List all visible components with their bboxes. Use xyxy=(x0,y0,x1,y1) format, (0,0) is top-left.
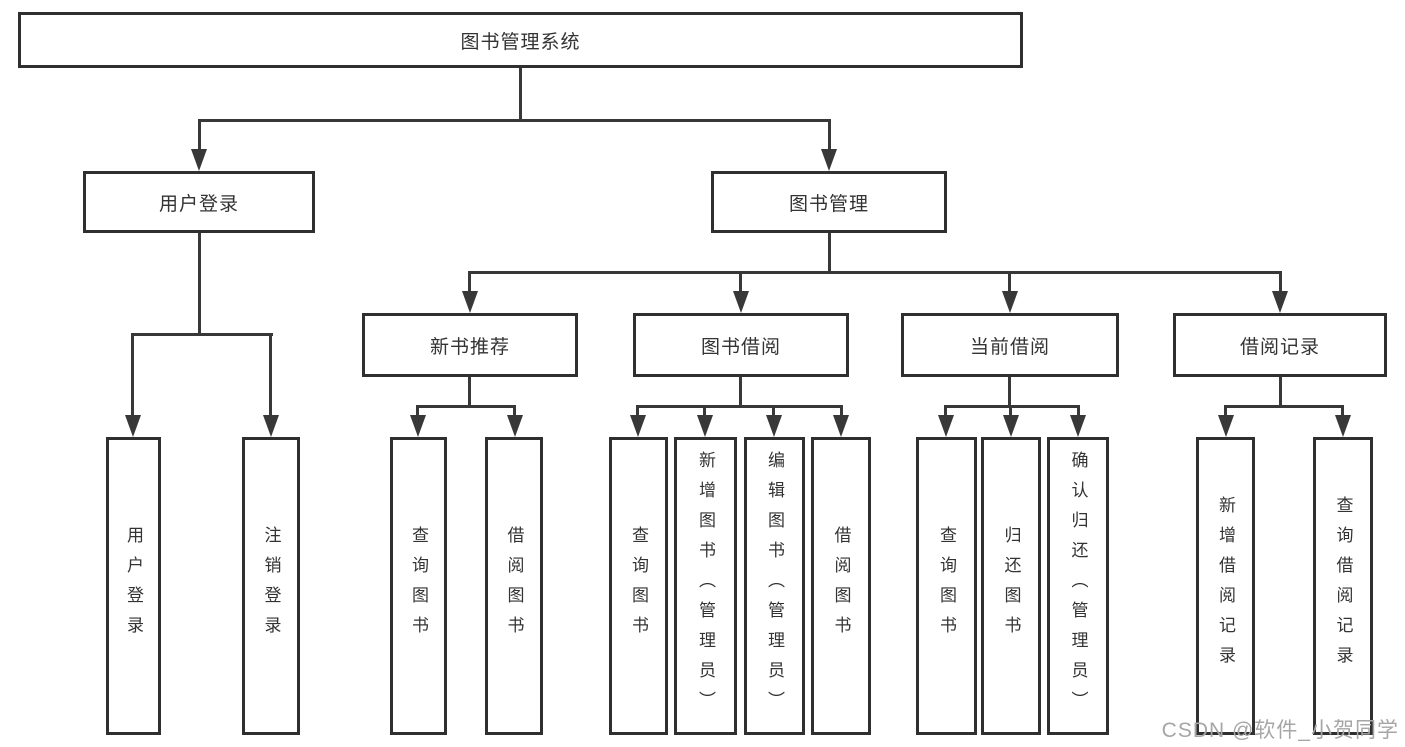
leaf-newbook-query-books: 查询图书 xyxy=(390,437,447,735)
connector-line xyxy=(1341,405,1344,419)
arrow-down-icon xyxy=(733,291,749,313)
arrow-down-icon xyxy=(507,415,523,437)
leaf-newbook-borrow-books-label: 借阅图书 xyxy=(504,526,524,646)
arrow-down-icon xyxy=(263,415,279,437)
leaf-user-login: 用户登录 xyxy=(106,437,161,735)
connector-line xyxy=(1224,405,1227,419)
node-user-login: 用户登录 xyxy=(83,171,315,233)
arrow-down-icon xyxy=(1002,291,1018,313)
connector-line xyxy=(416,405,516,408)
node-user-login-label: 用户登录 xyxy=(158,193,239,215)
connector-line xyxy=(1224,405,1344,408)
connector-line xyxy=(772,405,775,419)
leaf-logout: 注销登录 xyxy=(242,437,300,735)
csdn-watermark: CSDN @软件_小贺同学 xyxy=(1161,719,1399,742)
node-book-management: 图书管理 xyxy=(711,171,947,233)
connector-line xyxy=(636,405,639,419)
node-current-borrowing: 当前借阅 xyxy=(901,313,1119,377)
connector-line xyxy=(131,333,273,336)
leaf-records-query-record: 查询借阅记录 xyxy=(1313,437,1373,735)
node-new-book-recommend-label: 新书推荐 xyxy=(429,336,510,358)
leaf-borrowing-add-books-admin: 新增图书（管理员） xyxy=(674,437,737,735)
connector-line xyxy=(513,405,516,419)
arrow-down-icon xyxy=(1218,415,1234,437)
leaf-records-query-record-label: 查询借阅记录 xyxy=(1333,496,1353,676)
leaf-borrowing-borrow-books-label: 借阅图书 xyxy=(831,526,851,646)
connector-line xyxy=(944,405,1080,408)
node-book-borrowing: 图书借阅 xyxy=(633,313,849,377)
arrow-down-icon xyxy=(697,415,713,437)
connector-line xyxy=(828,119,831,151)
leaf-current-confirm-return-admin: 确认归还（管理员） xyxy=(1047,437,1109,735)
leaf-borrowing-borrow-books: 借阅图书 xyxy=(811,437,871,735)
leaf-user-login-label: 用户登录 xyxy=(124,526,143,646)
connector-line xyxy=(198,233,201,335)
node-current-borrowing-label: 当前借阅 xyxy=(969,336,1050,358)
arrow-down-icon xyxy=(630,415,646,437)
node-root: 图书管理系统 xyxy=(18,12,1023,68)
connector-line xyxy=(944,405,947,419)
connector-line xyxy=(468,271,1282,274)
arrow-down-icon xyxy=(1335,415,1351,437)
leaf-borrowing-add-books-admin-label: 新增图书（管理员） xyxy=(696,451,715,721)
connector-line xyxy=(1077,405,1080,419)
arrow-down-icon xyxy=(938,415,954,437)
leaf-borrowing-query-books-label: 查询图书 xyxy=(629,526,648,646)
leaf-borrowing-query-books: 查询图书 xyxy=(609,437,668,735)
arrow-down-icon xyxy=(1070,415,1086,437)
leaf-records-add-record: 新增借阅记录 xyxy=(1196,437,1255,735)
connector-line xyxy=(468,377,471,407)
node-borrow-records-label: 借阅记录 xyxy=(1239,336,1320,358)
node-book-borrowing-label: 图书借阅 xyxy=(700,336,781,358)
connector-line xyxy=(131,333,134,417)
node-book-management-label: 图书管理 xyxy=(788,193,869,215)
connector-line xyxy=(1008,271,1011,293)
connector-line xyxy=(1279,377,1282,407)
leaf-current-return-books-label: 归还图书 xyxy=(1001,526,1021,646)
connector-line xyxy=(1279,271,1282,293)
arrow-down-icon xyxy=(462,291,478,313)
leaf-newbook-borrow-books: 借阅图书 xyxy=(485,437,543,735)
connector-line xyxy=(519,68,522,120)
leaf-logout-label: 注销登录 xyxy=(261,526,281,646)
leaf-current-query-books: 查询图书 xyxy=(916,437,977,735)
connector-line xyxy=(416,405,419,419)
arrow-down-icon xyxy=(191,149,207,171)
leaf-borrowing-edit-books-admin-label: 编辑图书（管理员） xyxy=(765,451,784,721)
leaf-current-return-books: 归还图书 xyxy=(981,437,1041,735)
connector-line xyxy=(468,271,471,293)
leaf-current-confirm-return-admin-label: 确认归还（管理员） xyxy=(1068,451,1088,721)
connector-line xyxy=(828,233,831,273)
node-new-book-recommend: 新书推荐 xyxy=(362,313,578,377)
arrow-down-icon xyxy=(833,415,849,437)
leaf-newbook-query-books-label: 查询图书 xyxy=(409,526,428,646)
arrow-down-icon xyxy=(766,415,782,437)
connector-line xyxy=(198,119,831,122)
connector-line xyxy=(739,271,742,293)
connector-line xyxy=(198,119,201,151)
connector-line xyxy=(739,377,742,407)
leaf-records-add-record-label: 新增借阅记录 xyxy=(1216,496,1235,676)
arrow-down-icon xyxy=(1272,291,1288,313)
connector-line xyxy=(1009,405,1012,419)
leaf-borrowing-edit-books-admin: 编辑图书（管理员） xyxy=(744,437,805,735)
connector-line xyxy=(269,333,272,417)
connector-line xyxy=(1008,377,1011,407)
connector-line xyxy=(840,405,843,419)
arrow-down-icon xyxy=(1003,415,1019,437)
arrow-down-icon xyxy=(125,415,141,437)
node-root-label: 图书管理系统 xyxy=(460,31,581,53)
connector-line xyxy=(636,405,843,408)
node-borrow-records: 借阅记录 xyxy=(1173,313,1387,377)
leaf-current-query-books-label: 查询图书 xyxy=(937,526,956,646)
connector-line xyxy=(703,405,706,419)
arrow-down-icon xyxy=(410,415,426,437)
arrow-down-icon xyxy=(821,149,837,171)
